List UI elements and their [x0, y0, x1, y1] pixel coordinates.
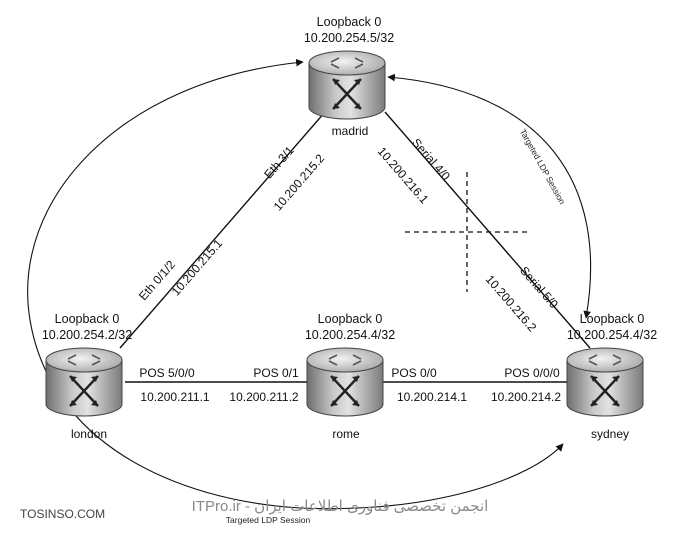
madrid-loopback-title: Loopback 0 [317, 15, 382, 29]
sydney-loopback-ip: 10.200.254.4/32 [567, 328, 657, 342]
london-loopback-title: Loopback 0 [55, 312, 120, 326]
ldp-session-london-sydney-label: Targeted LDP Session [226, 515, 311, 525]
madrid-london-london-if: Eth 0/1/2 [136, 257, 178, 303]
london-rome-london-if: POS 5/0/0 [139, 366, 195, 380]
rome-sydney-sydney-ip: 10.200.214.2 [491, 390, 561, 404]
madrid-name: madrid [332, 124, 369, 138]
rome-loopback-ip: 10.200.254.4/32 [305, 328, 395, 342]
router-london-icon[interactable] [44, 346, 124, 418]
rome-name: rome [332, 427, 360, 441]
watermark-left: TOSINSO.COM [20, 507, 105, 521]
madrid-london-madrid-if: Eth 3/1 [261, 143, 297, 181]
router-madrid-icon[interactable] [307, 49, 387, 121]
router-sydney-icon[interactable] [565, 346, 645, 418]
madrid-sydney-sydney-if: Serial 5/0 [517, 264, 561, 312]
sydney-name: sydney [591, 427, 629, 441]
link-madrid-london [119, 111, 326, 349]
router-rome-icon[interactable] [305, 346, 385, 418]
rome-sydney-rome-if: POS 0/0 [391, 366, 437, 380]
watermark-center: ITPro.ir - انجمن تخصصی فناوری اطلاعات ای… [192, 498, 489, 515]
london-rome-london-ip: 10.200.211.1 [140, 390, 210, 404]
london-loopback-ip: 10.200.254.2/32 [42, 328, 132, 342]
madrid-sydney-madrid-if: Serial 4/0 [409, 136, 453, 184]
ldp-session-london-sydney-arc [27, 58, 564, 510]
rome-sydney-rome-ip: 10.200.214.1 [397, 390, 467, 404]
rome-sydney-sydney-if: POS 0/0/0 [504, 366, 560, 380]
rome-loopback-title: Loopback 0 [318, 312, 383, 326]
madrid-loopback-ip: 10.200.254.5/32 [304, 31, 394, 45]
london-name: london [71, 427, 107, 441]
london-rome-rome-if: POS 0/1 [253, 366, 299, 380]
sydney-loopback-title: Loopback 0 [580, 312, 645, 326]
london-rome-rome-ip: 10.200.211.2 [229, 390, 299, 404]
